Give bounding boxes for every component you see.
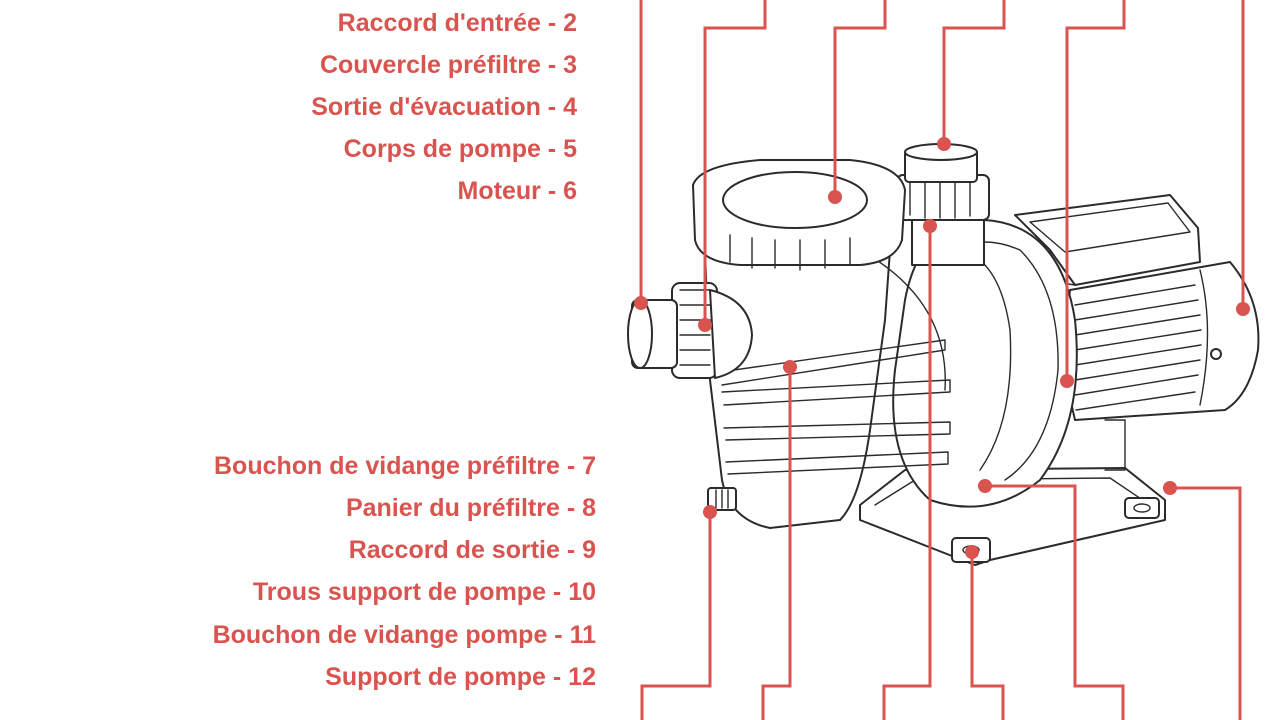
leader-pump-drain-plug [985,484,1125,720]
leader-lines [634,0,1250,720]
callout-dot-pump-drain-plug [978,479,992,493]
callout-dot-prefilter-drain-plug [703,505,717,519]
leader-pump-support [1170,486,1242,720]
label-outlet-connector: Raccord de sortie - 9 [349,536,596,564]
label-prefilter-basket: Panier du préfiltre - 8 [346,494,596,522]
label-drain-outlet: Sortie d'évacuation - 4 [311,93,577,121]
callout-dot-pump-body [937,137,951,151]
callout-dot-inlet [634,296,648,310]
leader-outlet-connector [882,226,932,720]
leader-prefilter-drain-plug [640,512,712,720]
callout-dot-mount-holes [965,545,979,559]
callout-dot-outlet-connector [923,219,937,233]
label-inlet-connector: Raccord d'entrée - 2 [338,9,577,37]
inlet-pipe-mouth [627,299,653,369]
callout-dot-prefilter-basket [783,360,797,374]
callout-dot-outlet-pump [1236,302,1250,316]
prefilter-lid-window [722,171,868,229]
leader-drain-outlet [833,0,887,197]
bottom-labels: Bouchon de vidange préfiltre - 7 Panier … [213,452,596,691]
pump-illustration [627,143,1260,566]
label-pump-body: Corps de pompe - 5 [344,135,577,163]
label-pump-support: Support de pompe - 12 [325,663,596,691]
leader-prefilter-cover [703,0,767,325]
leader-prefilter-basket [761,367,792,720]
leader-motor [1065,0,1126,381]
callout-dot-pump-support [1163,481,1177,495]
leader-pump-body [942,0,1006,144]
leader-pump-mount-holes [970,552,1005,720]
callout-dot-drain-outlet [828,190,842,204]
label-pump-drain-plug: Bouchon de vidange pompe - 11 [213,621,596,649]
callout-dot-motor [1060,374,1074,388]
motor-indicator [1210,348,1222,360]
label-prefilter-drain-plug: Bouchon de vidange préfiltre - 7 [214,452,596,480]
top-labels: Raccord d'entrée - 2 Couvercle préfiltre… [311,9,577,205]
base-foot-hole-right [1124,497,1160,519]
prefilter-body [704,249,891,529]
inlet-collar [709,289,753,379]
label-motor: Moteur - 6 [458,177,577,205]
label-prefilter-cover: Couvercle préfiltre - 3 [320,51,577,79]
outlet-pipe-body [911,214,985,266]
label-pump-mount-holes: Trous support de pompe - 10 [253,578,596,606]
callout-dot-prefilter-cover [698,318,712,332]
